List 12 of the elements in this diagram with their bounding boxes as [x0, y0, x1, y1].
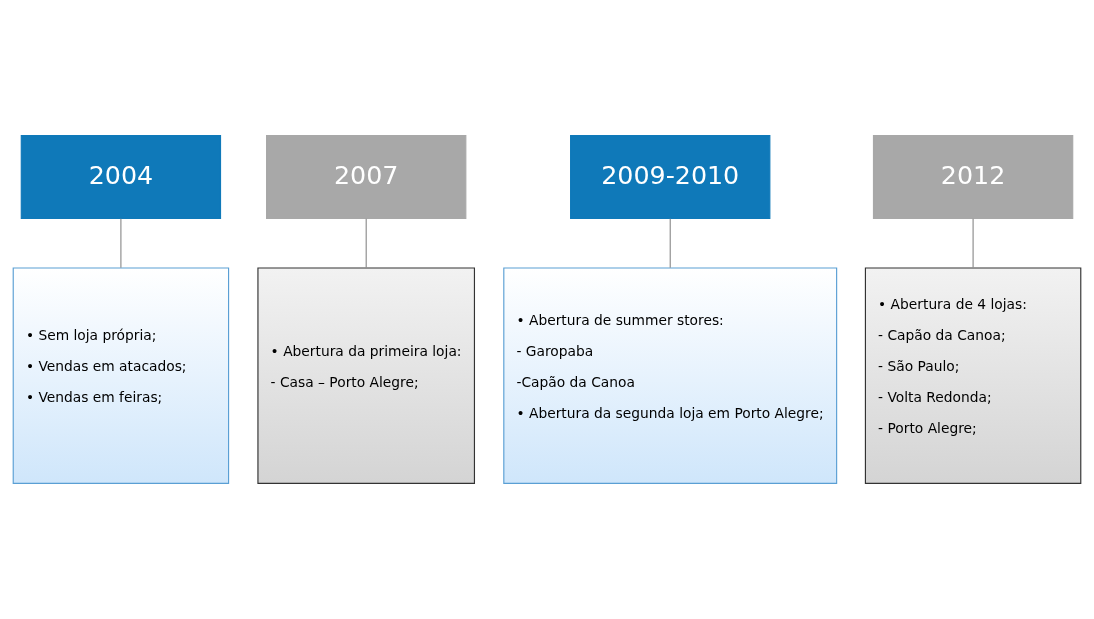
- connector: [365, 218, 367, 269]
- connector: [669, 218, 671, 269]
- node-box: • Abertura de summer stores: - Garopaba -Capão da Canoa • Abertura da segunda loja em Porto Alegre;: [503, 267, 838, 484]
- node-box: 2012: [872, 135, 1074, 220]
- connector: [120, 218, 122, 269]
- node-box: 2004: [20, 135, 222, 220]
- node-box: • Abertura da primeira loja: - Casa – Porto Alegre;: [257, 267, 476, 484]
- node-box: 2007: [266, 135, 467, 220]
- node-box: 2009-2010: [570, 135, 771, 220]
- connector: [972, 218, 974, 269]
- node-box: • Sem loja própria; • Vendas em atacados; • Vendas em feiras;: [12, 267, 230, 484]
- node-box: • Abertura de 4 lojas: - Capão da Canoa; - São Paulo; - Volta Redonda; - Porto Alegre;: [864, 267, 1082, 484]
